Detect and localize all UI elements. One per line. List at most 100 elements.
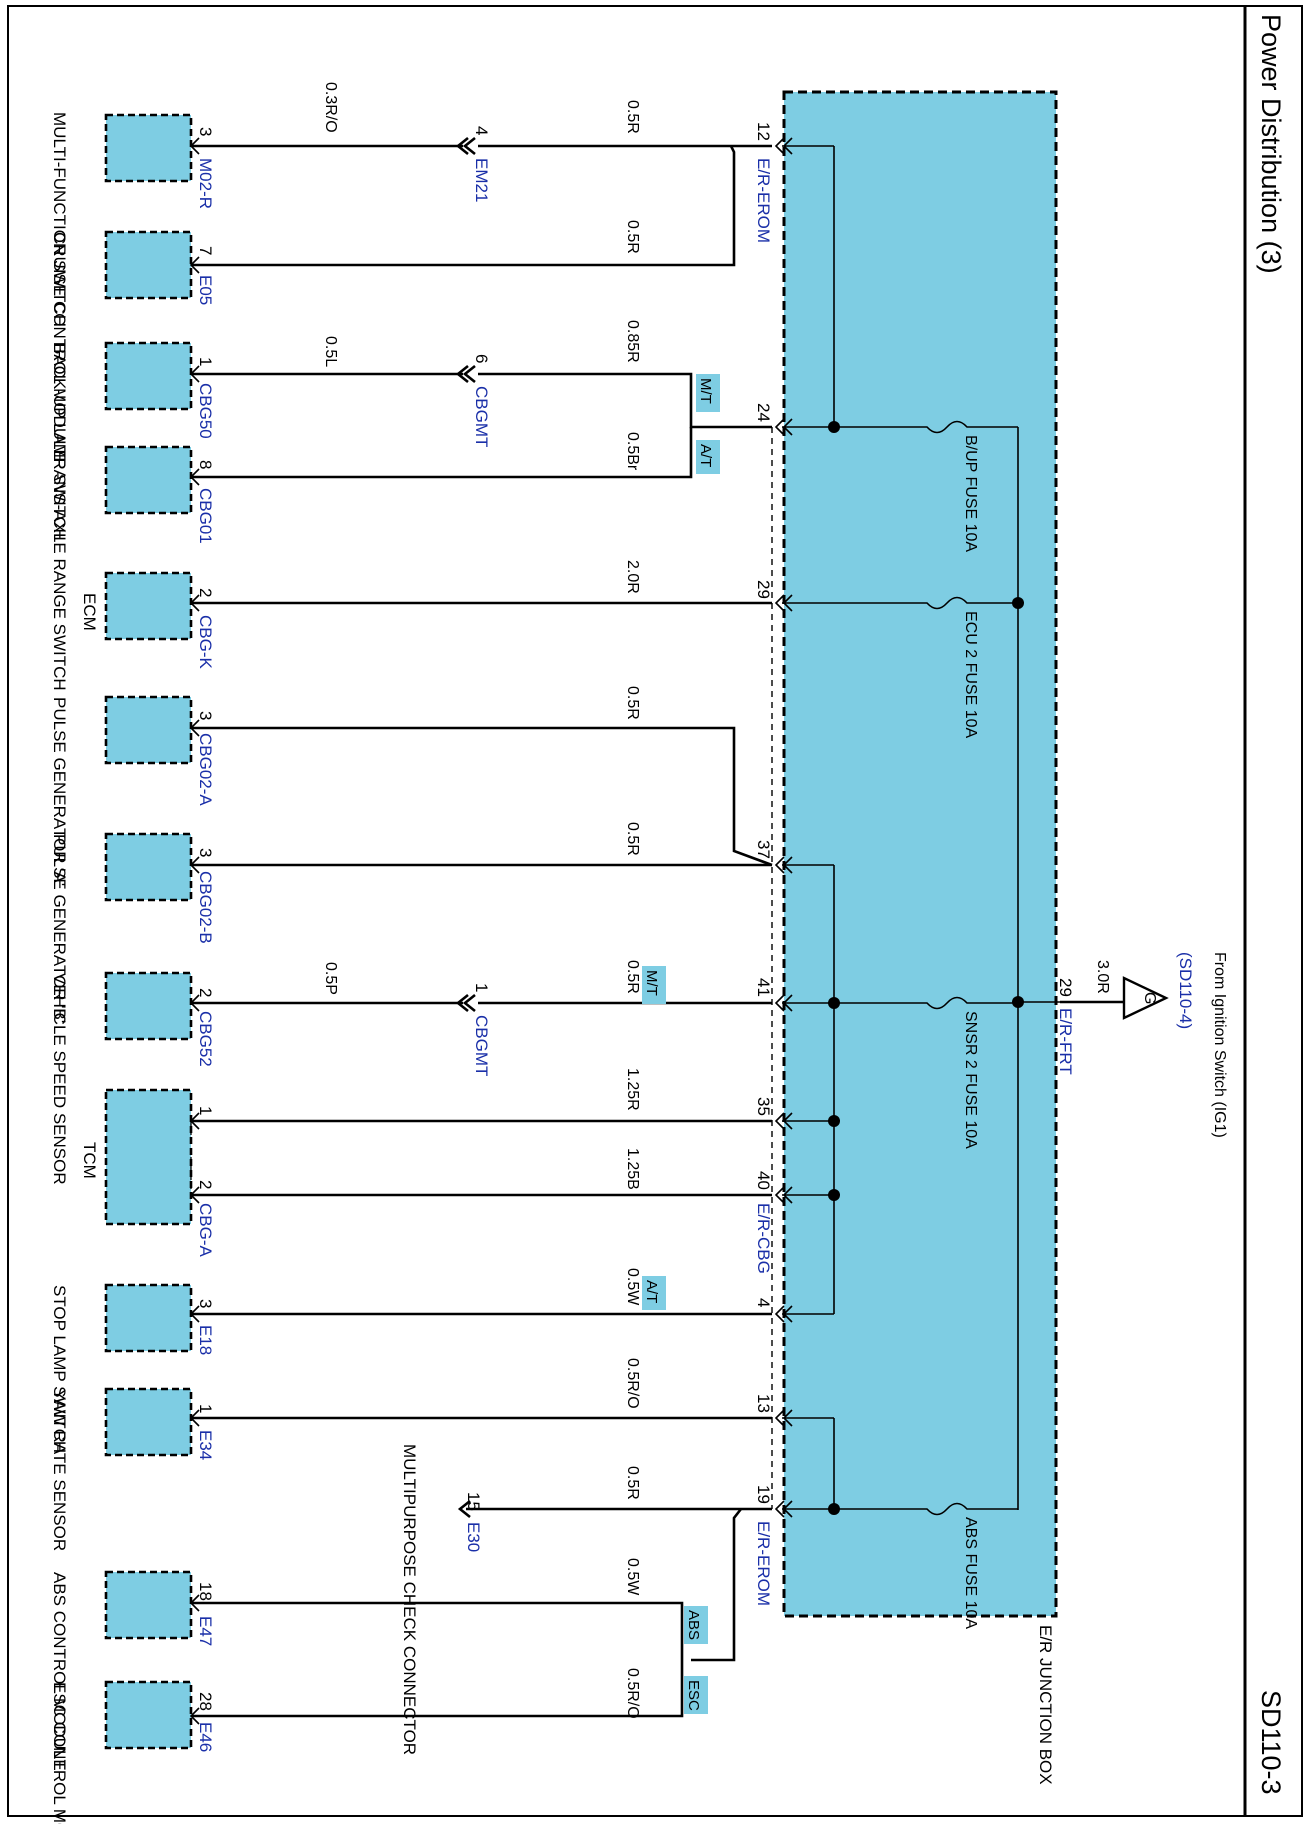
trans-axle-range-switch-module <box>104 445 193 515</box>
ignition-source: G From Ignition Switch (IG1) (SD110-4) 3… <box>1056 952 1228 1138</box>
wire-spec: 0.5R <box>624 686 641 720</box>
source-label: From Ignition Switch (IG1) <box>1211 952 1228 1138</box>
wire-spec: 0.5W <box>624 1558 641 1596</box>
option-badge <box>642 966 666 1004</box>
page-code: SD110-3 <box>1256 1690 1286 1795</box>
component-name: MULTIPURPOSE CHECK CONNECTOR <box>400 1444 419 1755</box>
pin-number: 2 <box>196 1180 215 1189</box>
fuse-label: ECU 2 FUSE 10A <box>962 611 979 738</box>
jb-connector-erom-bottom: E/R-EROM <box>754 1521 773 1606</box>
wire-spec: 0.3R/O <box>322 82 339 133</box>
jb-connector-cbg: E/R-CBG <box>754 1203 773 1274</box>
pin-number: 28 <box>196 1692 215 1711</box>
pulse-generator-b-module <box>104 832 193 902</box>
component-name: CRUISE CONTROL MODULE <box>50 232 69 461</box>
pin-number: 7 <box>196 246 215 255</box>
component-name: PULSE GENERATOR 'A' <box>50 697 69 886</box>
component-name: ESC CONTROL MODULE <box>50 1682 69 1824</box>
pin-number: 3 <box>196 1299 215 1308</box>
connector-id: CBG01 <box>196 488 215 544</box>
inline-connector-id: EM21 <box>472 158 491 202</box>
jb-pin: 41 <box>754 978 773 997</box>
connector-id: E18 <box>196 1325 215 1355</box>
option-badge <box>684 1606 708 1644</box>
component-pin-chevrons <box>189 137 200 1725</box>
fuse-label: ABS FUSE 10A <box>962 1517 979 1629</box>
component-name: PULSE GENERATOR 'B' <box>50 834 69 1023</box>
component-names: MULTI-FUNCTION SWITCH CRUISE CONTROL MOD… <box>50 112 419 1824</box>
wire-spec: 1.25B <box>624 1148 641 1190</box>
connector-id: CBG-K <box>196 615 215 670</box>
jb-pin: 13 <box>754 1394 773 1413</box>
option-badge <box>684 1676 708 1714</box>
pulse-generator-a-module <box>104 695 193 765</box>
component-name: TRANS-AXLE RANGE SWITCH <box>50 447 69 691</box>
option-label: ABS <box>685 1610 702 1640</box>
pin-number: 1 <box>196 357 215 366</box>
connector-id: CBG-A <box>196 1203 215 1258</box>
connector-id: E30 <box>464 1522 483 1552</box>
jb-pin: 4 <box>754 1298 773 1307</box>
pin-number: 8 <box>196 460 215 469</box>
jb-pin: 37 <box>754 840 773 859</box>
wires <box>190 144 773 1718</box>
inline-connector-id: CBGMT <box>472 1015 491 1076</box>
connector-id: CBG52 <box>196 1011 215 1067</box>
component-name: ABS CONTROL MODULE <box>50 1572 69 1771</box>
wire-spec: 0.5R <box>624 960 641 994</box>
inline-connector-id: CBGMT <box>472 386 491 447</box>
connector-id: CBG02-A <box>196 733 215 806</box>
wire-spec: 0.5Br <box>624 432 641 471</box>
jb-pin: 40 <box>754 1171 773 1190</box>
wire-spec: 0.5R <box>624 100 641 134</box>
source-ref: (SD110-4) <box>1176 952 1195 1029</box>
pin-number: 3 <box>196 127 215 136</box>
tcm-module <box>104 1088 193 1226</box>
pin-number: 1 <box>196 1404 215 1413</box>
wire-spec: 0.5P <box>322 962 339 995</box>
option-badge <box>642 1276 666 1310</box>
cbgmt-connector-icon <box>455 993 476 1013</box>
source-symbol: G <box>1141 992 1158 1004</box>
fuse-ecu2: ECU 2 FUSE 10A <box>902 596 1018 738</box>
connector-id: E46 <box>196 1722 215 1752</box>
cbgmt-connector-icon <box>455 364 476 384</box>
ecm-module <box>104 571 193 641</box>
connector-id: M02-R <box>196 158 215 209</box>
pin-number: 2 <box>196 988 215 997</box>
vehicle-speed-sensor-module <box>104 971 193 1041</box>
wire-spec: 0.5L <box>322 336 339 367</box>
jb-pin: 24 <box>754 403 773 422</box>
jb-pins: 12 24 29 37 41 35 40 4 13 19 <box>754 122 793 1518</box>
connector-id: CBG50 <box>196 383 215 439</box>
option-label: M/T <box>643 970 660 996</box>
inline-connectors: EM21 4 CBGMT 6 CBGMT 1 <box>455 126 491 1519</box>
inline-pin: 6 <box>472 354 491 363</box>
wire-spec: 0.5W <box>624 1268 641 1306</box>
multi-function-switch-module <box>104 113 193 183</box>
wire-spec: 0.5R/O <box>624 1668 641 1719</box>
source-wire: 3.0R <box>1094 960 1111 994</box>
source-connector: E/R-FRT <box>1056 1008 1075 1075</box>
esc-control-module <box>104 1680 193 1750</box>
yaw-rate-sensor-module <box>104 1387 193 1457</box>
wire-labels: 0.5R 0.3R/O 0.5R 0.85R 0.5L 0.5Br 2.0R 0… <box>322 82 641 1719</box>
ground-triangle-icon <box>1122 976 1169 1020</box>
component-name: BACK-UP LAMP SWITCH <box>50 343 69 541</box>
fuse-abs: ABS FUSE 10A <box>902 1502 1018 1629</box>
fuse-bup: B/UP FUSE 10A <box>902 420 1018 552</box>
option-label: A/T <box>643 1280 660 1303</box>
wire-spec: 0.85R <box>624 320 641 363</box>
component-name: STOP LAMP SWITCH <box>50 1285 69 1453</box>
option-badges: M/T A/T M/T A/T ABS ESC <box>642 374 720 1714</box>
component-name: YAW RATE SENSOR <box>50 1389 69 1551</box>
component-name: ECM <box>80 593 99 631</box>
wire-spec: 0.5R <box>624 822 641 856</box>
junction-box-label: E/R JUNCTION BOX <box>1036 1625 1055 1785</box>
fuse-label: B/UP FUSE 10A <box>962 435 979 552</box>
wire-spec: 0.5R/O <box>624 1358 641 1409</box>
option-badge <box>696 440 720 474</box>
option-label: ESC <box>685 1680 702 1711</box>
option-label: M/T <box>697 378 714 404</box>
stop-lamp-switch-module <box>104 1283 193 1353</box>
